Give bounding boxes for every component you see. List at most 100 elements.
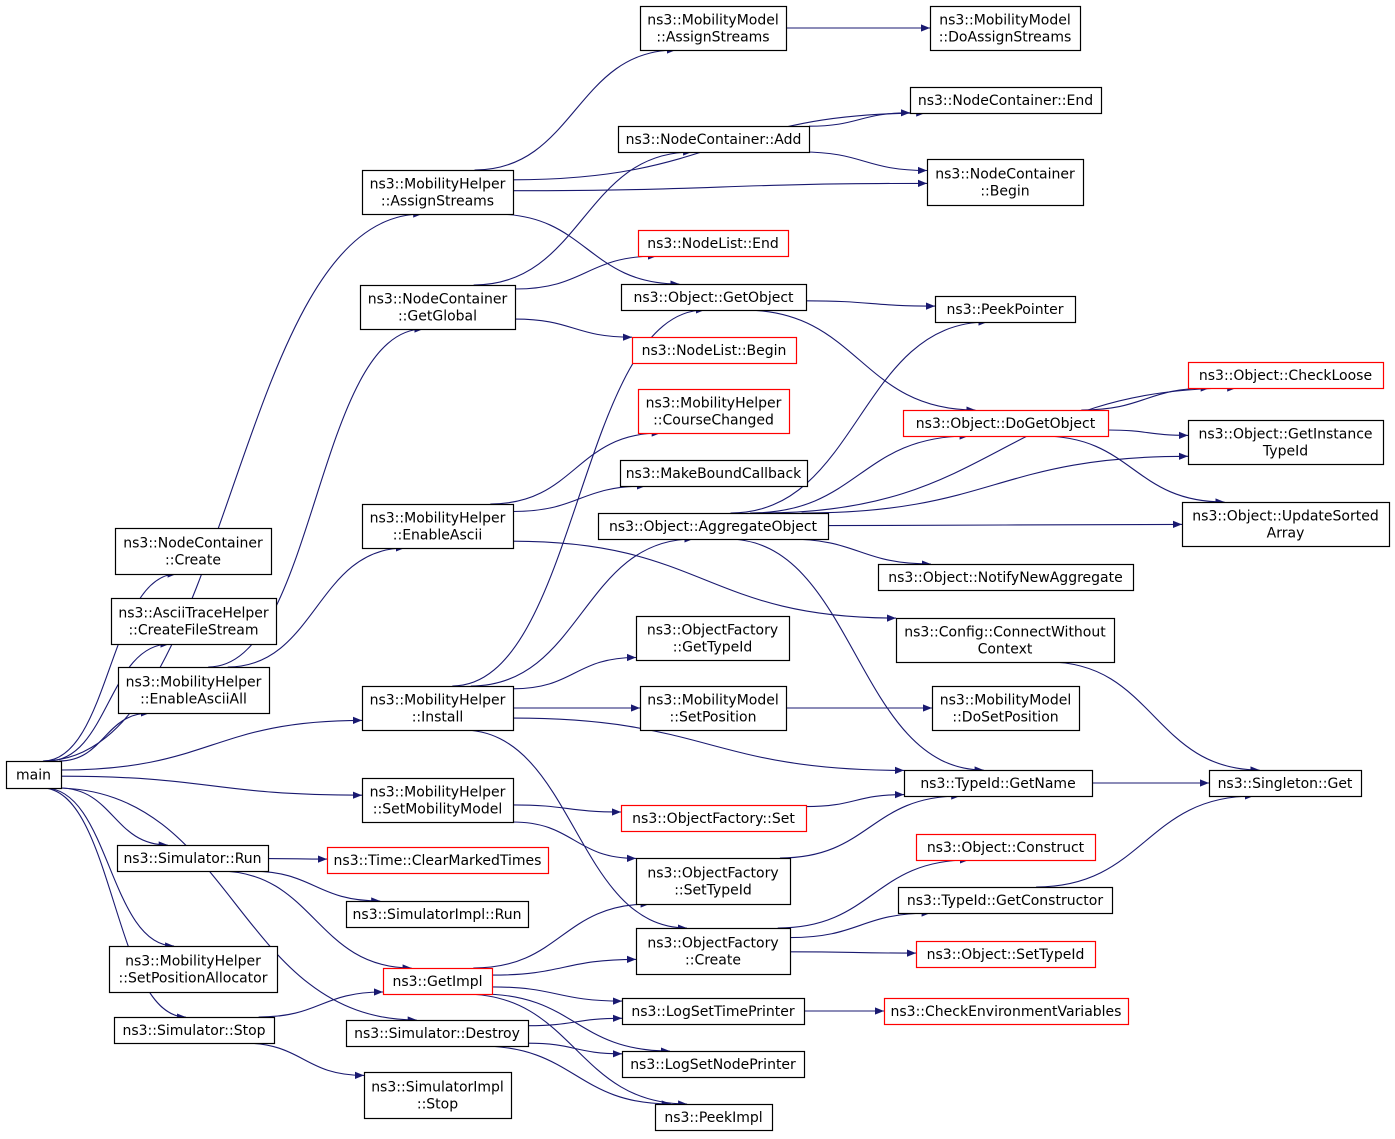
edge-obj_aggregate-to-obj_updatesorted: [827, 520, 1183, 529]
node-box: [326, 846, 550, 875]
node-label: ns3::MobilityHelper: [370, 785, 506, 801]
node-obj-settypeid[interactable]: ns3::Object::SetTypeId: [915, 940, 1097, 969]
node-obj-aggregate[interactable]: ns3::Object::AggregateObject: [597, 512, 830, 541]
node-label: ns3::Object::NotifyNewAggregate: [888, 570, 1122, 586]
node-label: ns3::TypeId::GetConstructor: [907, 893, 1103, 909]
node-obj-checkloose[interactable]: ns3::Object::CheckLoose: [1187, 361, 1385, 390]
node-mh-enableasciiall[interactable]: ns3::MobilityHelper::EnableAsciiAll: [117, 666, 271, 715]
node-box: [361, 685, 515, 732]
node-box: [1208, 769, 1363, 798]
node-label: ::Create: [165, 553, 221, 569]
node-mh-setmobmodel[interactable]: ns3::MobilityHelper::SetMobilityModel: [361, 777, 515, 824]
node-simimpl-run[interactable]: ns3::SimulatorImpl::Run: [345, 900, 530, 929]
node-mh-setposalloc[interactable]: ns3::MobilityHelper::SetPositionAllocato…: [108, 945, 279, 994]
node-nc-create[interactable]: ns3::NodeContainer::Create: [114, 527, 273, 576]
node-nl-end[interactable]: ns3::NodeList::End: [637, 229, 790, 258]
node-box: [877, 563, 1135, 592]
node-box: [620, 804, 808, 833]
node-box: [363, 1071, 513, 1120]
node-of-settypeid[interactable]: ns3::ObjectFactory::SetTypeId: [635, 857, 792, 906]
node-box: [897, 886, 1114, 915]
node-peekpointer[interactable]: ns3::PeekPointer: [934, 295, 1077, 324]
node-label: ns3::MakeBoundCallback: [626, 466, 802, 482]
node-of-gettypeid[interactable]: ns3::ObjectFactory::GetTypeId: [635, 615, 791, 662]
node-label: ::SetTypeId: [674, 883, 752, 899]
node-nc-getglobal[interactable]: ns3::NodeContainer::GetGlobal: [359, 284, 517, 331]
node-label: ns3::LogSetTimePrinter: [631, 1004, 795, 1020]
node-mh-assign[interactable]: ns3::MobilityHelper::AssignStreams: [361, 169, 515, 216]
edge-mh_enableasciiall-to-mh_enableascii: [227, 544, 405, 668]
node-typeid-getname[interactable]: ns3::TypeId::GetName: [903, 769, 1094, 798]
node-mm-assign[interactable]: ns3::MobilityModel::AssignStreams: [639, 5, 788, 52]
edge-mh_assign-to-mm_assign: [474, 46, 677, 171]
nodes-layer: main ns3::NodeContainer::Createns3::Ascii…: [5, 5, 1391, 1132]
node-label: ns3::TypeId::GetName: [920, 776, 1075, 792]
node-box: [621, 1050, 806, 1079]
edge-getimpl-to-of_settypeid: [473, 900, 650, 969]
node-checkenv[interactable]: ns3::CheckEnvironmentVariables: [883, 997, 1130, 1026]
edge-main-to-sim_run: [59, 787, 168, 849]
node-nc-begin[interactable]: ns3::NodeContainer::Begin: [926, 158, 1085, 207]
node-sim-run[interactable]: ns3::Simulator::Run: [116, 844, 270, 873]
node-box: [617, 125, 811, 154]
node-label: ns3::MobilityModel: [940, 693, 1072, 709]
node-box: [929, 5, 1082, 52]
node-box: [621, 997, 806, 1026]
node-ascii-cfs[interactable]: ns3::AsciiTraceHelper::CreateFileStream: [110, 597, 278, 646]
node-obj-construct[interactable]: ns3::Object::Construct: [915, 833, 1097, 862]
node-peekimpl[interactable]: ns3::PeekImpl: [654, 1103, 774, 1132]
node-box: [902, 409, 1110, 438]
node-typeid-getctor[interactable]: ns3::TypeId::GetConstructor: [897, 886, 1114, 915]
node-of-create[interactable]: ns3::ObjectFactory::Create: [635, 927, 792, 976]
node-label: ns3::ObjectFactory::Set: [632, 811, 795, 827]
node-logsettime[interactable]: ns3::LogSetTimePrinter: [621, 997, 806, 1026]
node-label: ::SetMobilityModel: [373, 802, 502, 818]
edge-of_settypeid-to-typeid_getname: [779, 792, 961, 859]
node-of-set[interactable]: ns3::ObjectFactory::Set: [620, 804, 808, 833]
edge-obj_dogetobject-to-obj_checkloose: [1081, 384, 1210, 411]
edge-main-to-mh_install: [60, 716, 363, 771]
node-label: ns3::Object::DoGetObject: [916, 416, 1096, 432]
node-box: [361, 169, 515, 216]
node-main[interactable]: main: [5, 760, 63, 790]
node-nl-begin[interactable]: ns3::NodeList::Begin: [631, 336, 798, 365]
node-box: [883, 997, 1130, 1026]
node-box: [915, 940, 1097, 969]
node-simimpl-stop[interactable]: ns3::SimulatorImpl::Stop: [363, 1071, 513, 1120]
node-mm-dosetpos[interactable]: ns3::MobilityModel::DoSetPosition: [931, 685, 1081, 732]
node-nc-add[interactable]: ns3::NodeContainer::Add: [617, 125, 811, 154]
node-mm-setpos[interactable]: ns3::MobilityModel::SetPosition: [639, 685, 788, 732]
node-makeboundcb[interactable]: ns3::MakeBoundCallback: [619, 459, 809, 488]
edge-main-to-sim_stop: [41, 787, 186, 1021]
node-sim-stop[interactable]: ns3::Simulator::Stop: [113, 1016, 276, 1045]
node-label: ns3::Object::SetTypeId: [927, 947, 1085, 963]
node-time-clear[interactable]: ns3::Time::ClearMarkedTimes: [326, 846, 550, 875]
node-obj-getobject[interactable]: ns3::Object::GetObject: [620, 283, 808, 312]
edge-of_create-to-obj_settypeid: [789, 949, 917, 957]
node-singleton-get[interactable]: ns3::Singleton::Get: [1208, 769, 1363, 798]
node-label: ns3::MobilityHelper: [126, 675, 262, 691]
edge-mh_enableascii-to-cfg_connect: [512, 540, 897, 622]
node-nc-end[interactable]: ns3::NodeContainer::End: [909, 86, 1103, 115]
node-label: ns3::MobilityHelper: [370, 511, 506, 527]
node-obj-dogetobject[interactable]: ns3::Object::DoGetObject: [902, 409, 1110, 438]
node-box: [926, 158, 1085, 207]
node-mm-doassign[interactable]: ns3::MobilityModel::DoAssignStreams: [929, 5, 1082, 52]
node-label: ns3::PeekImpl: [664, 1110, 762, 1126]
node-obj-notify[interactable]: ns3::Object::NotifyNewAggregate: [877, 563, 1135, 592]
node-mh-coursechanged[interactable]: ns3::MobilityHelper::CourseChanged: [637, 388, 791, 435]
node-sim-destroy[interactable]: ns3::Simulator::Destroy: [345, 1019, 530, 1048]
edge-obj_dogetobject-to-obj_getinstance: [1107, 429, 1189, 439]
node-label: ns3::Config::ConnectWithout: [904, 625, 1106, 641]
node-mh-install[interactable]: ns3::MobilityHelper::Install: [361, 685, 515, 732]
node-label: TypeId: [1262, 444, 1308, 460]
node-box: [361, 777, 515, 824]
node-label: ns3::MobilityHelper: [370, 177, 506, 193]
node-label: ::DoAssignStreams: [939, 30, 1072, 46]
node-logsetnode[interactable]: ns3::LogSetNodePrinter: [621, 1050, 806, 1079]
node-getimpl[interactable]: ns3::GetImpl: [382, 967, 494, 996]
node-mh-enableascii[interactable]: ns3::MobilityHelper::EnableAscii: [361, 503, 515, 550]
